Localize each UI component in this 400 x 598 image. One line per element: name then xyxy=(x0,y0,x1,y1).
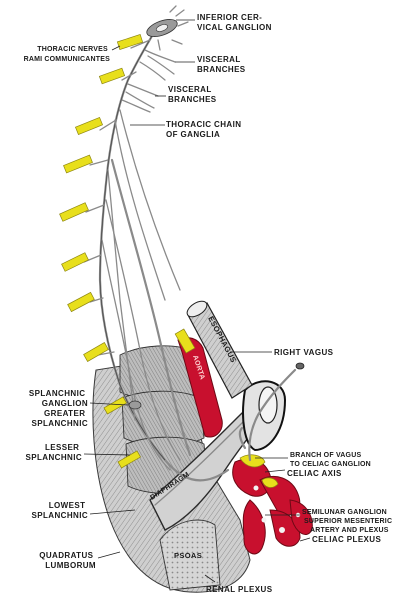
thoracic-nerves-label: THORACIC NERVES RAMI COMMUNICANTES xyxy=(24,46,111,63)
right-vagus-label: RIGHT VAGUS xyxy=(274,348,334,357)
psoas-label: PSOAS xyxy=(174,551,202,560)
sympathetic-chain xyxy=(83,5,305,482)
nerve-root-6 xyxy=(61,252,89,272)
thoracic-chain-label: THORACIC CHAIN OF GANGLIA xyxy=(166,120,244,139)
nerve-root-10 xyxy=(117,450,142,469)
inferior-cervical-ganglion-label: INFERIOR CER- VICAL GANGLION xyxy=(197,13,272,32)
lowest-splanchnic-label: LOWEST SPLANCHNIC xyxy=(32,501,88,520)
celiac-axis-label: CELIAC AXIS xyxy=(287,469,342,478)
leader-lines xyxy=(83,19,311,583)
nerve-root-2 xyxy=(98,67,126,85)
lesser-splanchnic-label: LESSER SPLANCHNIC xyxy=(26,443,82,462)
visceral-branches-upper-label: VISCERAL BRANCHES xyxy=(197,55,246,74)
nerve-root-11 xyxy=(174,328,196,354)
visceral-branches-lower-label: VISCERAL BRANCHES xyxy=(168,85,217,104)
nerve-root-3 xyxy=(74,116,104,136)
nerve-root-8 xyxy=(83,342,109,362)
branch-of-vagus-label: BRANCH OF VAGUS TO CELIAC GANGLION xyxy=(290,452,371,468)
semilunar-ganglion-label: SEMILUNAR GANGLION SUPERIOR MESENTERIC A… xyxy=(302,509,394,534)
nerve-root-4 xyxy=(63,154,93,174)
nerve-root-1 xyxy=(116,34,144,50)
nerve-root-7 xyxy=(67,291,95,313)
celiac-arteries xyxy=(232,426,313,555)
splanchnic-ganglion-label: SPLANCHNIC GANGLION xyxy=(29,389,88,408)
celiac-plexus-label: CELIAC PLEXUS xyxy=(312,535,381,544)
renal-plexus-label: RENAL PLEXUS xyxy=(206,585,273,594)
labels: INFERIOR CER- VICAL GANGLION THORACIC NE… xyxy=(24,13,394,594)
nerve-root-5 xyxy=(59,202,89,222)
nerve-root-9 xyxy=(103,396,128,415)
diaphragm-and-vertebrae xyxy=(92,345,287,593)
greater-splanchnic-label: GREATER SPLANCHNIC xyxy=(32,409,88,428)
thoracic-nerve-roots xyxy=(59,34,196,469)
quadratus-lumborum-label: QUADRATUS LUMBORUM xyxy=(39,551,96,570)
